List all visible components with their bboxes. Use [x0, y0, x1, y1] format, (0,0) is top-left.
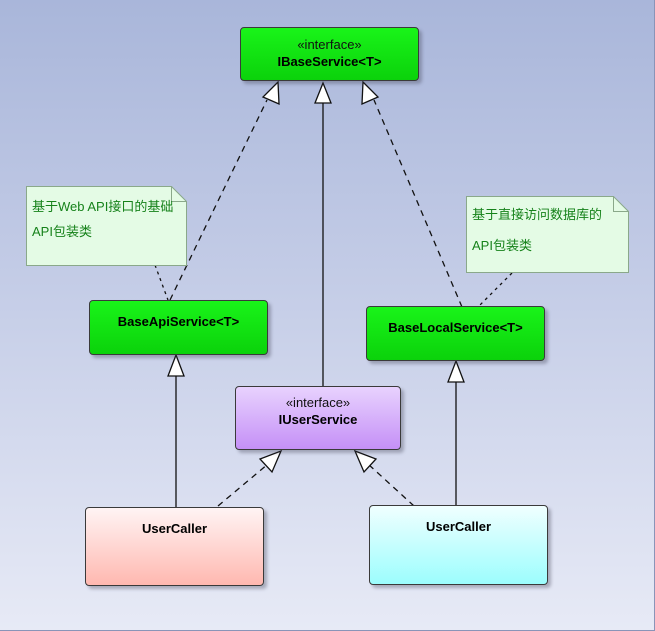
- local-note-line1: 基于直接访问数据库的: [472, 207, 603, 222]
- iuser-name: IUserService: [278, 412, 358, 427]
- arrowhead-callerleft-baseapi: [167, 353, 185, 377]
- note-anchor-local: [477, 272, 513, 308]
- arrowhead-callerright-baselocal: [447, 359, 465, 383]
- arrowhead-callerright-iuser: [353, 449, 378, 474]
- api-note-line2: API包装类: [32, 224, 92, 239]
- api-note-line1: 基于Web API接口的基础: [32, 199, 174, 214]
- arrowhead-baselocal-ibase: [361, 80, 380, 106]
- ibase-service-interface[interactable]: «interface» IBaseService<T>: [240, 27, 419, 81]
- local-note-outline: [466, 196, 629, 273]
- baselocal-name: BaseLocalService<T>: [388, 320, 523, 335]
- local-note-line2: API包装类: [472, 238, 532, 253]
- user-caller-left-class[interactable]: UserCaller: [85, 507, 264, 586]
- caller-right-name: UserCaller: [425, 519, 492, 534]
- base-local-service-class[interactable]: BaseLocalService<T>: [366, 306, 545, 361]
- baseapi-name: BaseApiService<T>: [117, 314, 240, 329]
- arrowhead-baseapi-ibase: [261, 80, 280, 106]
- note-anchor-api: [154, 264, 169, 301]
- realization-callerleft-iuser: [217, 463, 269, 507]
- user-caller-right-class[interactable]: UserCaller: [369, 505, 548, 585]
- api-note: 基于Web API接口的基础 API包装类: [26, 186, 188, 266]
- realization-baselocal-ibase: [373, 99, 463, 308]
- caller-left-name: UserCaller: [141, 521, 208, 536]
- realization-callerright-iuser: [367, 463, 415, 507]
- arrowhead-callerleft-iuser: [258, 449, 283, 474]
- realization-baseapi-ibase: [169, 99, 268, 301]
- ibase-stereotype: «interface»: [297, 37, 362, 52]
- ibase-name: IBaseService<T>: [277, 54, 382, 69]
- base-api-service-class[interactable]: BaseApiService<T>: [89, 300, 268, 355]
- iuser-service-interface[interactable]: «interface» IUserService: [235, 386, 401, 450]
- arrowhead-iuser-ibase: [314, 81, 332, 104]
- local-note: 基于直接访问数据库的 API包装类: [466, 196, 630, 273]
- api-note-outline: [26, 186, 187, 266]
- iuser-stereotype: «interface»: [285, 395, 351, 410]
